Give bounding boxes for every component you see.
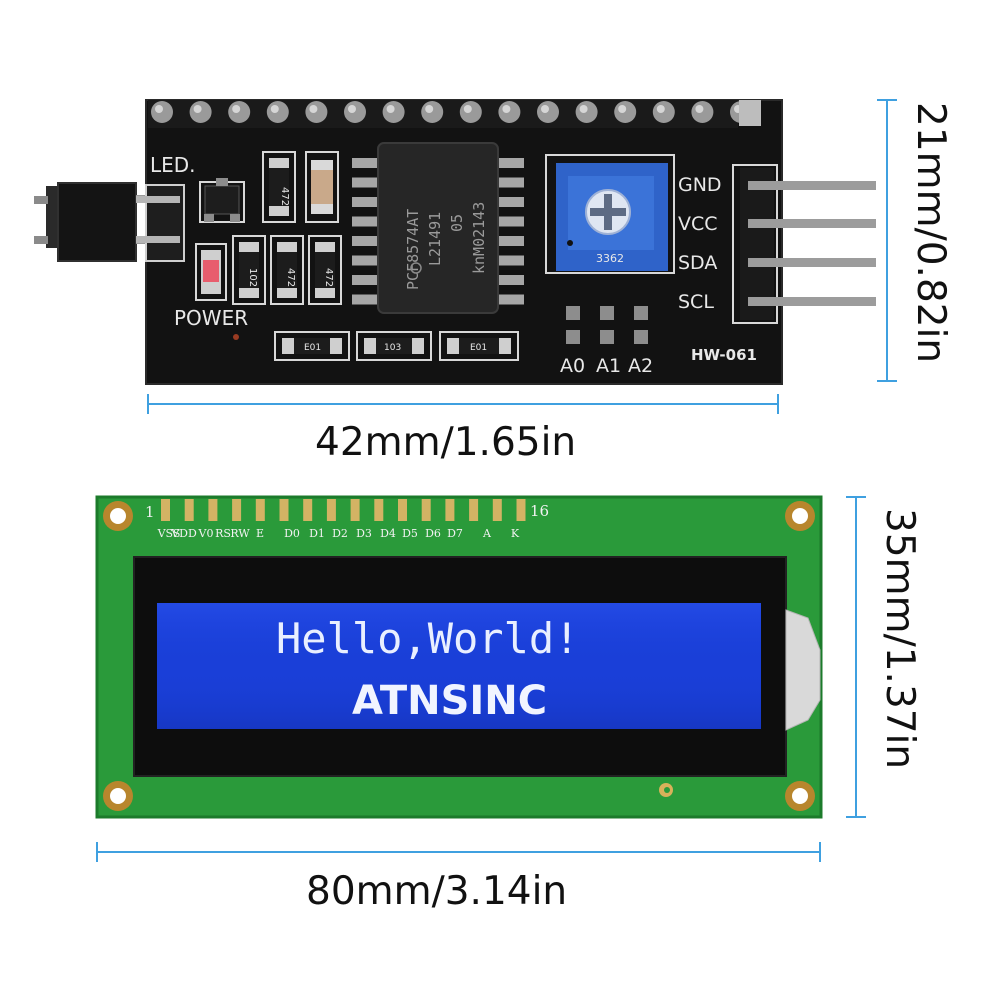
label-a0: A0: [560, 355, 585, 377]
chip-marking-1: PCF8574AT: [404, 209, 422, 290]
pcf8574-chip: PCF8574AT L21491 05 knM02143: [352, 142, 524, 314]
label-power: POWER: [174, 306, 248, 330]
lcd-pin-label: D0: [284, 527, 300, 540]
resistor-102: 102: [232, 235, 266, 305]
resistor-e01-b-label: E01: [470, 343, 487, 353]
resistor-e01-a: E01: [274, 331, 350, 361]
resistor-e01-b: E01: [439, 331, 519, 361]
lcd-pin-label: D2: [332, 527, 348, 540]
lcd-pin-label: E: [256, 527, 264, 540]
lcd-pin-label: RS: [215, 527, 231, 540]
label-led: LED.: [150, 153, 196, 177]
lcd-pin-label: D5: [402, 527, 418, 540]
resistor-472-a-label: 472: [285, 268, 296, 287]
chip-marking-3: 05: [448, 214, 466, 232]
resistor-472-a: 472: [270, 235, 304, 305]
backpack-header-pins: [148, 100, 761, 128]
mounting-holes: [103, 501, 815, 811]
contrast-potentiometer[interactable]: 3362: [545, 154, 675, 274]
label-scl: SCL: [678, 291, 714, 313]
chip-marking-4: knM02143: [470, 202, 488, 274]
address-pads: [566, 306, 648, 344]
lcd-pin-label: RW: [230, 527, 250, 540]
i2c-header: [732, 164, 876, 324]
resistor-e01-a-label: E01: [304, 343, 321, 353]
lcd-pin-label: VDD: [170, 527, 197, 540]
lcd-pin-label: VSS: [157, 527, 181, 540]
label-model: HW-061: [691, 346, 757, 364]
lcd-pin-16-label: 16: [530, 502, 549, 520]
lcd-pin-label: D7: [447, 527, 463, 540]
backpack-height-label: 21mm/0.82in: [908, 102, 953, 363]
potentiometer-label: 3362: [596, 252, 624, 265]
lcd-width-label: 80mm/3.14in: [306, 869, 567, 914]
lcd-pin-label: D6: [425, 527, 441, 540]
lcd-pin-label: A: [482, 527, 492, 540]
capacitor: [305, 151, 339, 223]
resistor-472-top: 472: [262, 151, 296, 223]
backpack-width-label: 42mm/1.65in: [315, 420, 576, 465]
lcd-pin-label: D4: [380, 527, 396, 540]
label-a1: A1: [596, 355, 621, 377]
lcd-line-2: ATNSINC: [352, 678, 547, 724]
resistor-472-b: 472: [308, 235, 342, 305]
lcd-pin-pads: [161, 499, 526, 521]
label-vcc: VCC: [678, 213, 718, 235]
lcd-width-dimension: 80mm/3.14in: [96, 842, 821, 914]
resistor-103: 103: [356, 331, 432, 361]
label-a2: A2: [628, 355, 653, 377]
i2c-backpack-board: LED. POWER 472: [34, 99, 876, 385]
resistor-102-label: 102: [247, 268, 258, 287]
lcd-pin-label: D1: [309, 527, 325, 540]
transistor: [199, 178, 245, 223]
lcd-pin-label: K: [511, 527, 520, 540]
led-jumper: [34, 182, 166, 262]
backpack-width-dimension: 42mm/1.65in: [147, 394, 779, 465]
lcd-pin-1-label: 1: [145, 503, 155, 521]
lcd-height-label: 35mm/1.37in: [877, 508, 922, 769]
backpack-height-dimension: 21mm/0.82in: [877, 99, 953, 382]
resistor-472-b-label: 472: [323, 268, 334, 287]
lcd-height-dimension: 35mm/1.37in: [846, 496, 922, 818]
lcd-pin-label: D3: [356, 527, 372, 540]
resistor-103-label: 103: [384, 343, 401, 353]
lcd-line-1: Hello,World!: [276, 614, 579, 663]
label-gnd: GND: [678, 174, 722, 196]
lcd-pin-label: V0: [198, 527, 214, 540]
label-sda: SDA: [678, 252, 717, 274]
power-led: [195, 243, 227, 301]
resistor-472-label: 472: [279, 187, 290, 206]
chip-marking-2: L21491: [426, 212, 444, 266]
